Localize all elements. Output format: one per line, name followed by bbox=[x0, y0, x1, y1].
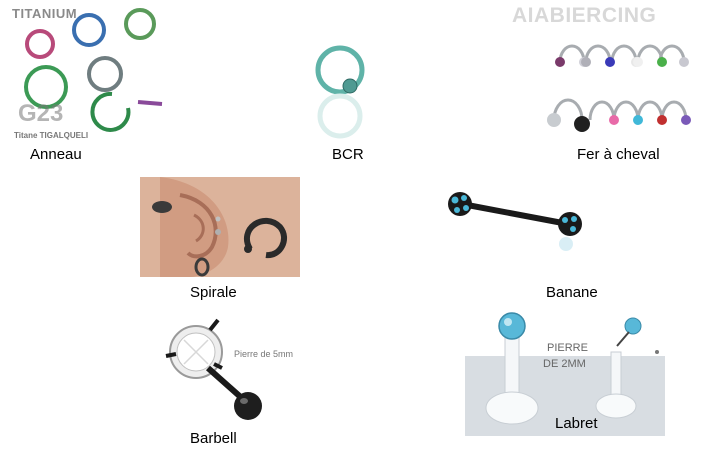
caption-bcr: BCR bbox=[332, 146, 364, 163]
caption-banane: Banane bbox=[546, 284, 598, 301]
labret-illustration bbox=[465, 312, 665, 436]
barbell-illustration bbox=[165, 318, 262, 420]
stone-size-note: Pierre de 5mm bbox=[234, 349, 294, 359]
bcr-ring-illustration bbox=[315, 45, 365, 139]
spirale-image bbox=[140, 177, 300, 277]
stone-note-line1: PIERRE bbox=[547, 342, 588, 354]
brand-watermark: Titane TIGALQUELI bbox=[14, 131, 89, 140]
aiabiercing-watermark: AIABIERCING bbox=[512, 4, 657, 27]
caption-fer-a-cheval: Fer à cheval bbox=[577, 146, 660, 163]
banane-image bbox=[440, 186, 590, 260]
labret-image: PIERRE DE 2MM bbox=[465, 302, 665, 436]
caption-labret: Labret bbox=[555, 415, 598, 432]
ear-spiral-illustration bbox=[140, 177, 300, 277]
anneau-image: TITANIUM G23 Titane TIGALQUELI bbox=[10, 4, 170, 144]
stone-note-line2: DE 2MM bbox=[543, 358, 586, 370]
caption-anneau: Anneau bbox=[30, 146, 82, 163]
fer-a-cheval-image: AIABIERCING bbox=[510, 4, 715, 142]
g23-watermark: G23 bbox=[18, 100, 64, 127]
rings-illustration bbox=[24, 8, 163, 132]
titanium-watermark: TITANIUM bbox=[12, 6, 78, 21]
bcr-image bbox=[300, 40, 382, 140]
horseshoe-rings-illustration bbox=[547, 44, 691, 132]
barbell-image: Pierre de 5mm bbox=[160, 310, 310, 434]
caption-barbell: Barbell bbox=[190, 430, 237, 447]
caption-spirale: Spirale bbox=[190, 284, 237, 301]
banana-barbell-illustration bbox=[448, 192, 582, 251]
